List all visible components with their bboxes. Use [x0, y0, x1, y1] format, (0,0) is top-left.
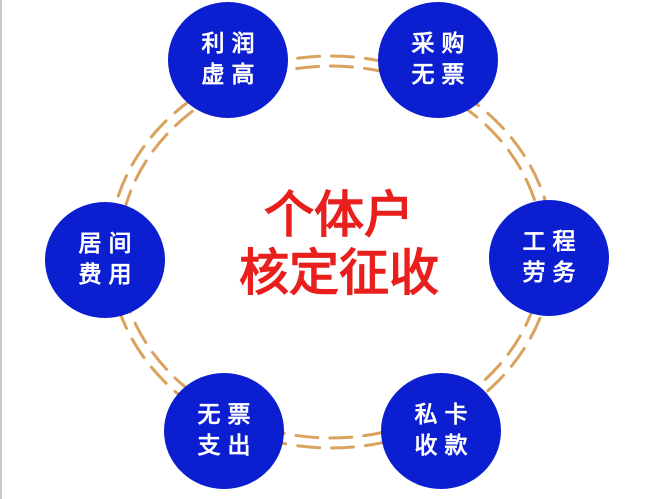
node-label-line2: 虚高: [201, 62, 262, 88]
node-label-line1: 工程: [522, 229, 583, 255]
node-label-line1: 私卡: [414, 402, 475, 428]
center-title: 个体户 核定征收: [218, 186, 460, 302]
node-label-line2: 收款: [414, 433, 475, 459]
node-intermediary-fees: 居间 费用: [45, 202, 165, 318]
node-label-line1: 居间: [78, 231, 139, 257]
node-label-line2: 费用: [78, 262, 139, 288]
node-purchase-no-invoice: 采购 无票: [378, 2, 498, 118]
node-engineering-labor: 工程 劳务: [489, 200, 609, 316]
image-left-edge: [0, 0, 2, 499]
node-profit-inflated: 利润 虚高: [168, 2, 288, 118]
node-label-line1: 无票: [197, 402, 258, 428]
node-label-line1: 利润: [201, 31, 262, 57]
node-label-line2: 支出: [197, 433, 258, 459]
node-private-card-receipts: 私卡 收款: [381, 373, 501, 489]
node-label-line2: 无票: [411, 62, 472, 88]
center-title-line1: 个体户: [264, 186, 414, 244]
node-expense-no-invoice: 无票 支出: [164, 373, 284, 489]
node-label-line1: 采购: [411, 31, 472, 57]
center-title-line2: 核定征收: [239, 244, 439, 302]
node-label-line2: 劳务: [522, 260, 583, 286]
